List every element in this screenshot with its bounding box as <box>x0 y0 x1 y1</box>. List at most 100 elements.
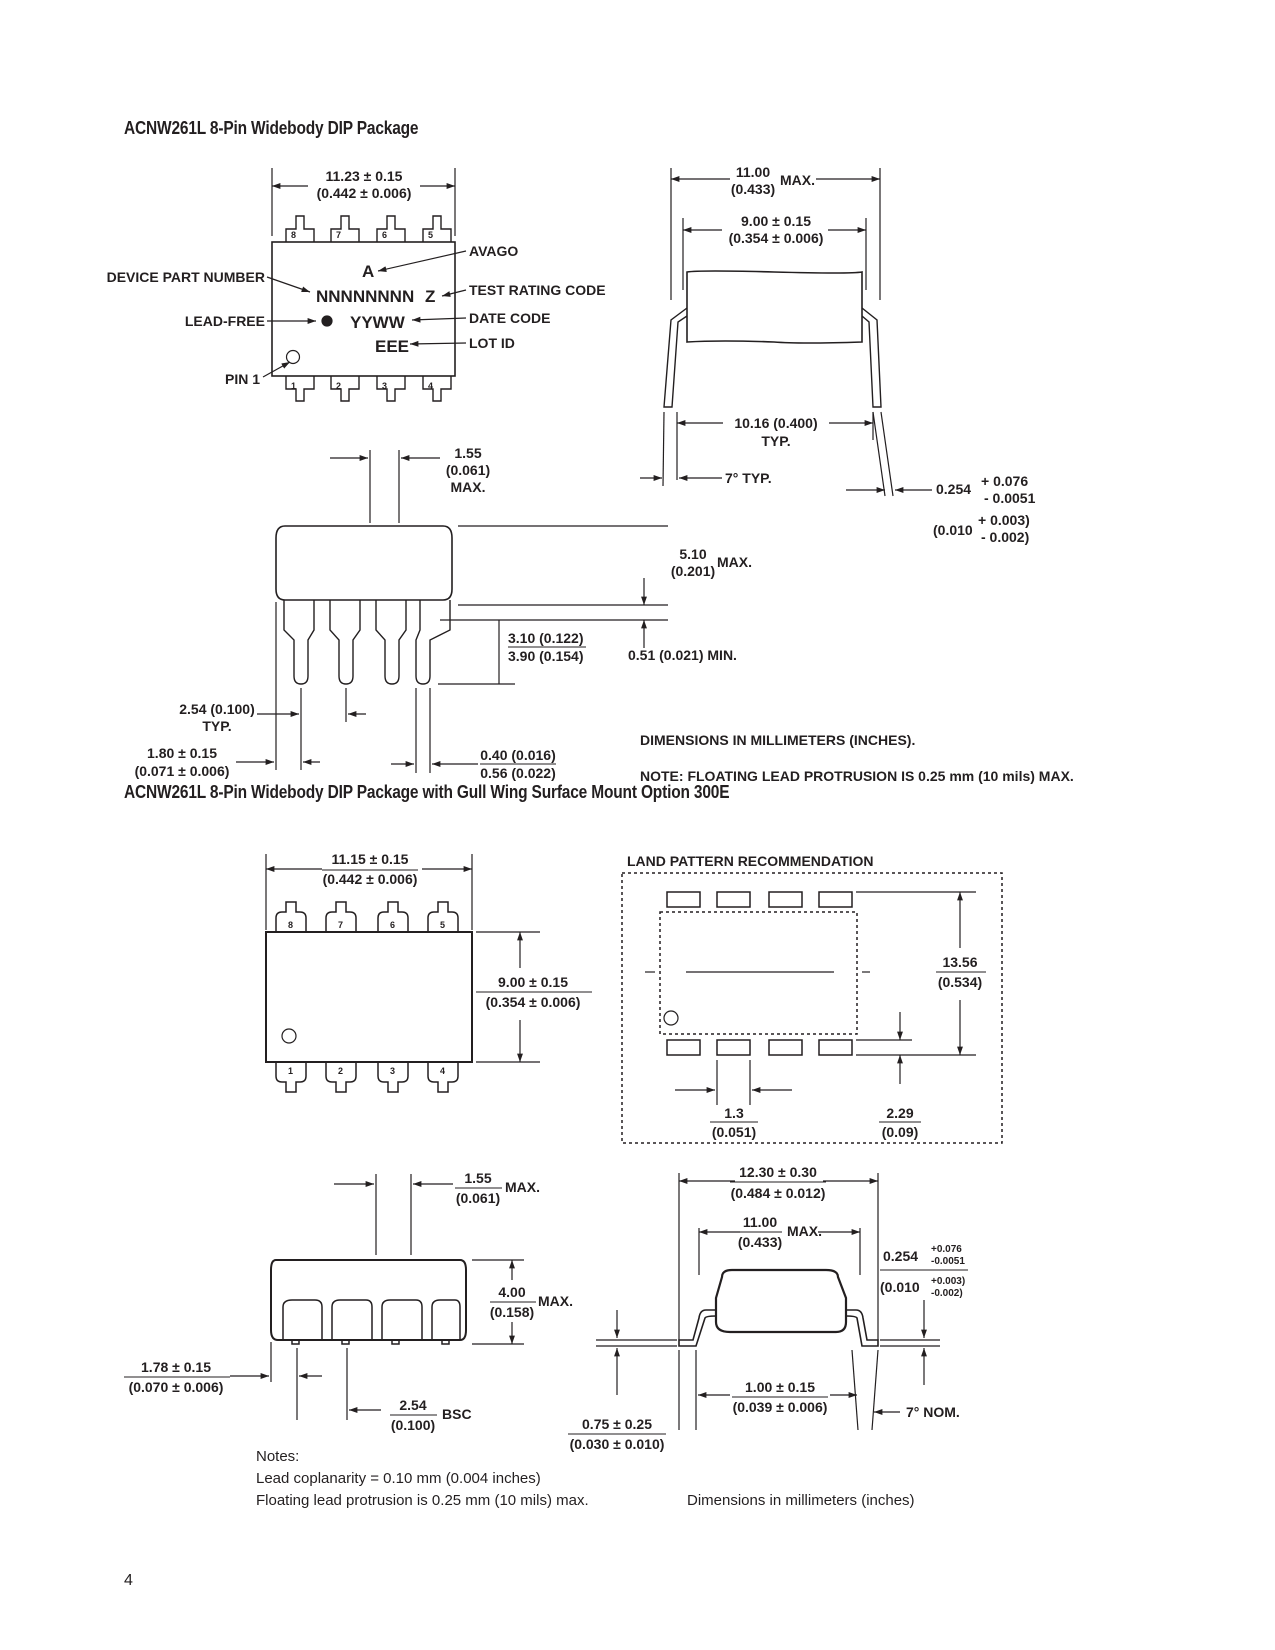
s2-side-pitch-in: (0.100) <box>391 1417 435 1433</box>
s1-end-row-spacing: 10.16 (0.400) <box>734 415 817 431</box>
s1-top-width-mm: 11.23 ± 0.15 <box>326 168 403 184</box>
s1-note-dimensions: DIMENSIONS IN MILLIMETERS (INCHES). <box>640 732 915 748</box>
s1-side-pitch: 2.54 (0.100) <box>179 701 255 717</box>
s1-mark-z: Z <box>425 287 435 306</box>
s2-end-view <box>596 1173 940 1431</box>
s1-side-lead-w-mm: 1.55 <box>454 445 481 461</box>
s2-land-pad-len-mm: 2.29 <box>886 1105 913 1121</box>
s2-end-overall-in: (0.484 ± 0.012) <box>731 1185 826 1201</box>
s2-pin-4: 4 <box>440 1066 445 1076</box>
s1-pin-2: 2 <box>336 381 341 391</box>
page-number: 4 <box>124 1572 133 1589</box>
s2-end-lead-thk-in-minus: -0.002) <box>931 1288 963 1299</box>
s1-end-overall-mm: 11.00 <box>736 164 770 180</box>
s1-top-width-in: (0.442 ± 0.006) <box>317 185 412 201</box>
s1-label-test-rating: TEST RATING CODE <box>469 282 606 298</box>
s2-end-lead-thk-mm: 0.254 <box>883 1248 918 1264</box>
s1-mark-date: YYWW <box>350 313 406 332</box>
s1-end-body-in: (0.354 ± 0.006) <box>729 230 824 246</box>
s1-text: 11.23 ± 0.15 (0.442 ± 0.006) 8 7 6 5 1 2… <box>107 164 1074 784</box>
s2-land-title: LAND PATTERN RECOMMENDATION <box>627 853 874 869</box>
s1-label-lot-id: LOT ID <box>469 335 515 351</box>
s1-pin-4: 4 <box>428 381 433 391</box>
s1-mark-lot: EEE <box>375 337 409 356</box>
s2-pin-7: 7 <box>338 920 343 930</box>
s1-label-pin1: PIN 1 <box>225 371 260 387</box>
s1-side-lead-w-in: (0.061) <box>446 462 490 478</box>
s1-side-lead-len-2: 3.90 (0.154) <box>508 648 584 664</box>
s1-side-standoff: 0.51 (0.021) MIN. <box>628 647 737 663</box>
s2-land-pattern <box>621 872 1003 1144</box>
s2-side-height-in: (0.158) <box>490 1304 534 1320</box>
s1-side-height-mm: 5.10 <box>679 546 706 562</box>
s2-top-body-in: (0.354 ± 0.006) <box>486 994 581 1010</box>
s2-pin-3: 3 <box>390 1066 395 1076</box>
s1-side-pitch-typ: TYP. <box>202 718 231 734</box>
s1-side-lead-w-max: MAX. <box>451 479 486 495</box>
s2-side-height-mm: 4.00 <box>498 1284 525 1300</box>
s2-pin-5: 5 <box>440 920 445 930</box>
s2-end-standoff-in: (0.030 ± 0.010) <box>570 1436 665 1452</box>
s1-end-body-mm: 9.00 ± 0.15 <box>741 213 811 229</box>
s2-end-body-max: MAX. <box>787 1223 822 1239</box>
note-dimensions-units: Dimensions in millimeters (inches) <box>687 1492 915 1509</box>
s2-side-lead-w-in: (0.061) <box>456 1190 500 1206</box>
s2-pin-8: 8 <box>288 920 293 930</box>
s1-mark-part: NNNNNNNN <box>316 287 414 306</box>
s2-end-lead-thk-mm-minus: -0.0051 <box>931 1256 965 1267</box>
s2-top-view <box>265 854 540 1093</box>
s1-top-view <box>262 168 467 402</box>
s1-mark-a: A <box>362 262 374 281</box>
s2-side-pitch-bsc: BSC <box>442 1406 472 1422</box>
s1-pin-6: 6 <box>382 230 387 240</box>
s1-side-lead-len-1: 3.10 (0.122) <box>508 630 584 646</box>
section1-title: ACNW261L 8-Pin Widebody DIP Package <box>124 118 419 138</box>
s1-pin-3: 3 <box>382 381 387 391</box>
s2-text: 11.15 ± 0.15 (0.442 ± 0.006) 8 7 6 5 1 2… <box>124 851 986 1452</box>
s1-side-height-max: MAX. <box>717 554 752 570</box>
s2-side-lead-w-max: MAX. <box>505 1179 540 1195</box>
s2-side-end-in: (0.070 ± 0.006) <box>129 1379 224 1395</box>
s1-pin-7: 7 <box>336 230 341 240</box>
s2-side-end-mm: 1.78 ± 0.15 <box>141 1359 211 1375</box>
s1-side-end-mm: 1.80 ± 0.15 <box>147 745 217 761</box>
s1-pin-5: 5 <box>428 230 433 240</box>
s2-side-height-max: MAX. <box>538 1293 573 1309</box>
s2-end-standoff-mm: 0.75 ± 0.25 <box>582 1416 652 1432</box>
s1-pin-8: 8 <box>291 230 296 240</box>
s2-end-body-mm: 11.00 <box>743 1214 777 1230</box>
s1-side-view <box>236 450 668 773</box>
s1-side-lead-dia-2: 0.56 (0.022) <box>480 765 556 781</box>
s1-label-avago: AVAGO <box>469 243 518 259</box>
s2-land-height-mm: 13.56 <box>942 954 977 970</box>
s1-end-overall-max: MAX. <box>780 172 815 188</box>
s2-top-body-mm: 9.00 ± 0.15 <box>498 974 568 990</box>
s2-end-overall-mm: 12.30 ± 0.30 <box>739 1164 817 1180</box>
s2-end-foot-in: (0.039 ± 0.006) <box>733 1399 828 1415</box>
s1-end-lead-thk-mm-plus: + 0.076 <box>981 473 1028 489</box>
s1-label-lead-free: LEAD-FREE <box>185 313 265 329</box>
s1-end-view <box>640 168 932 497</box>
s1-end-lead-thk-mm: 0.254 <box>936 481 971 497</box>
s2-pin-6: 6 <box>390 920 395 930</box>
s1-side-lead-dia-1: 0.40 (0.016) <box>480 747 556 763</box>
s2-end-foot-mm: 1.00 ± 0.15 <box>745 1379 815 1395</box>
s1-end-lead-thk-mm-minus: - 0.0051 <box>984 490 1036 506</box>
s2-top-width-in: (0.442 ± 0.006) <box>323 871 418 887</box>
s2-top-width-mm: 11.15 ± 0.15 <box>332 851 409 867</box>
s2-pin-2: 2 <box>338 1066 343 1076</box>
note-floating-lead: Floating lead protrusion is 0.25 mm (10 … <box>256 1492 589 1509</box>
s2-land-pad-len-in: (0.09) <box>882 1124 919 1140</box>
s2-end-body-in: (0.433) <box>738 1234 782 1250</box>
s2-side-lead-w-mm: 1.55 <box>464 1170 491 1186</box>
s1-side-height-in: (0.201) <box>671 563 715 579</box>
s1-end-row-spacing-typ: TYP. <box>761 433 790 449</box>
s1-label-date-code: DATE CODE <box>469 310 550 326</box>
s2-land-pitch-in: (0.051) <box>712 1124 756 1140</box>
note-coplanarity: Lead coplanarity = 0.10 mm (0.004 inches… <box>256 1470 541 1487</box>
s1-pin-1: 1 <box>291 381 296 391</box>
s1-end-lead-thk-in-minus: - 0.002) <box>981 529 1029 545</box>
s1-end-lead-thk-in-plus: + 0.003) <box>978 512 1030 528</box>
s2-end-lead-thk-mm-plus: +0.076 <box>931 1244 962 1255</box>
s2-side-view <box>230 1174 524 1420</box>
